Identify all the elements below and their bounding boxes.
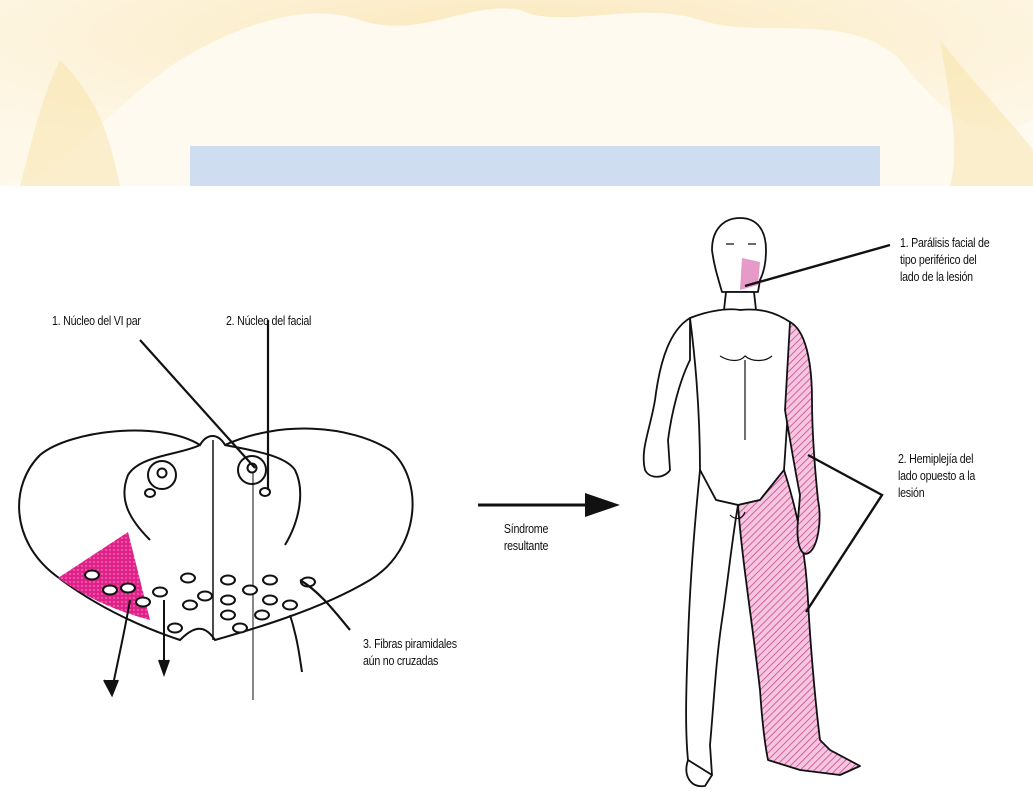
label-nucleo-vi-par: 1. Núcleo del VI par [52,312,141,329]
pons-cross-section [19,429,412,700]
label-paralisis-facial: 1. Parálisis facial de tipo periférico d… [900,234,989,285]
tegmentum-left [124,445,200,540]
nuclei [145,456,270,497]
pons-outline [19,429,412,640]
label-sindrome-resultante: Síndrome resultante [477,520,575,554]
syndrome-arrow [478,493,620,517]
leader-lines-left [140,320,350,630]
label-nucleo-facial: 2. Núcleo del facial [226,312,311,329]
label-hemiplejia: 2. Hemiplejía del lado opuesto a la lesi… [898,450,975,501]
human-figure [644,218,860,786]
label-fibras-piramidales: 3. Fibras piramidales aún no cruzadas [363,635,457,669]
